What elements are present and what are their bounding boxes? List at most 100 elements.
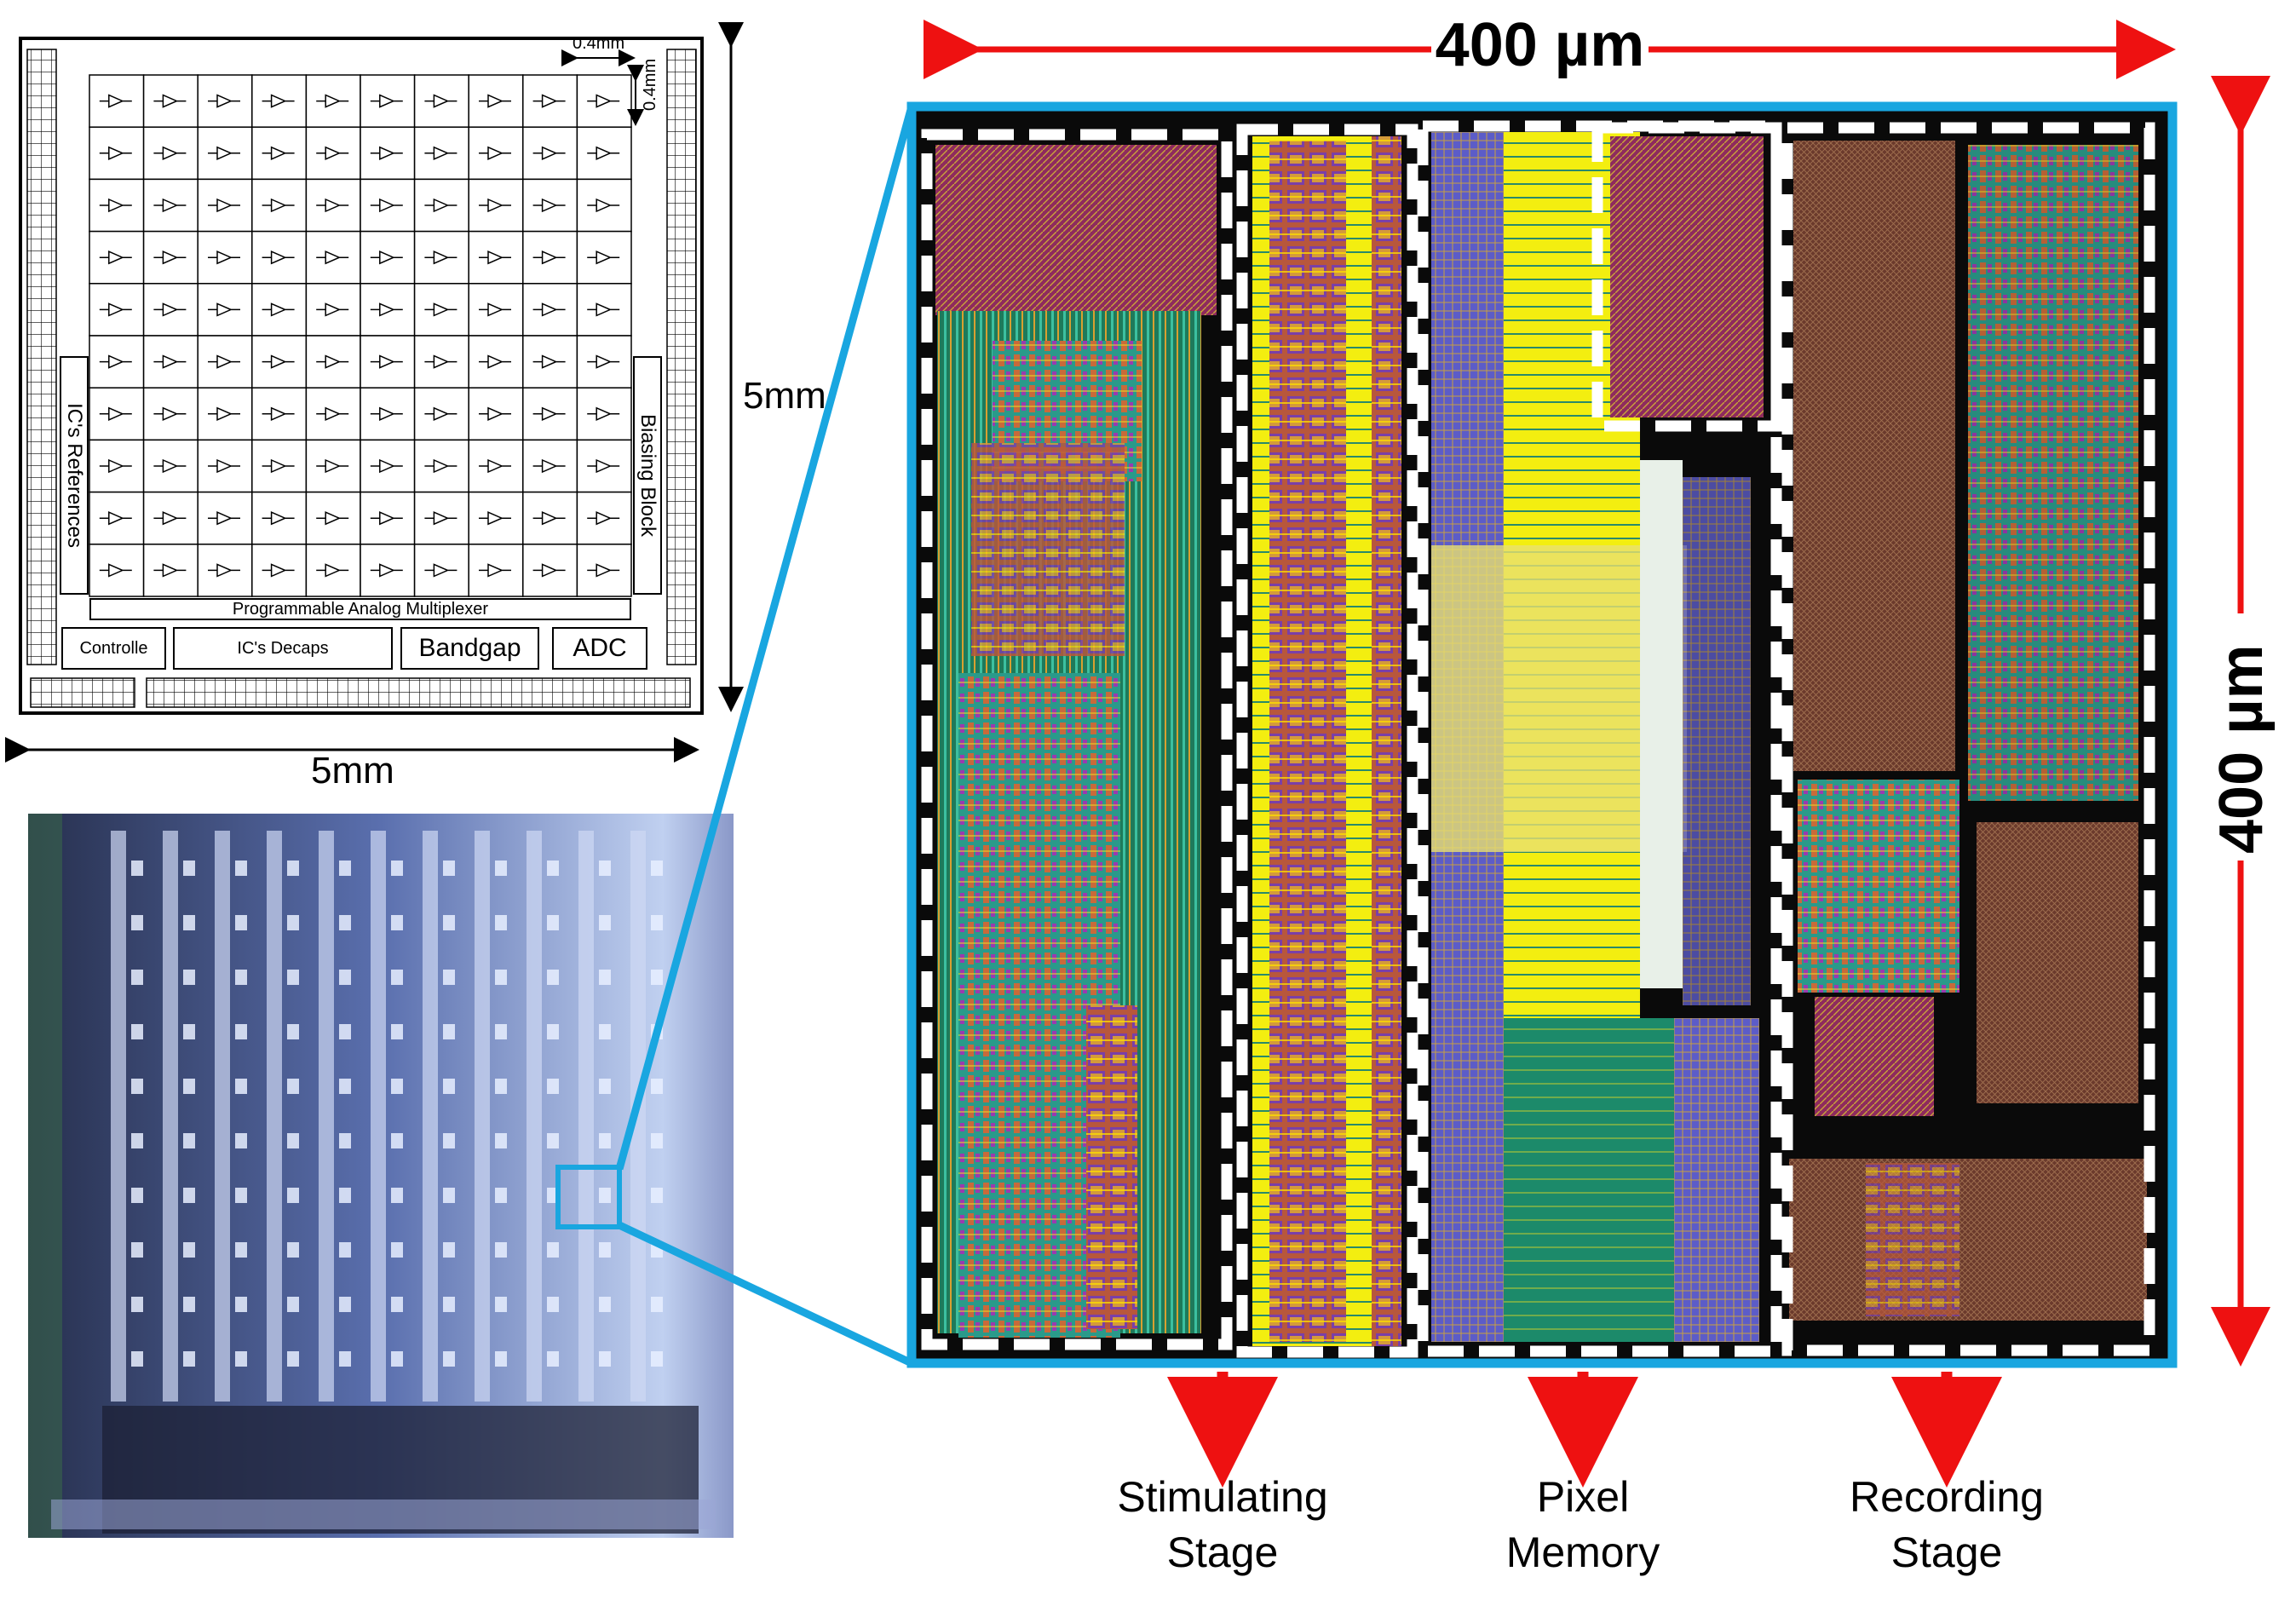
photo-pad [183, 1351, 195, 1367]
amplifier-icon [99, 146, 132, 160]
photo-pad [287, 1079, 299, 1094]
pixel-cell [468, 74, 524, 128]
photo-pad [183, 1024, 195, 1039]
amplifier-icon [587, 94, 620, 108]
photo-pad [547, 1024, 559, 1039]
photo-pad [287, 1024, 299, 1039]
photo-pad [339, 1188, 351, 1203]
photo-pad [287, 1188, 299, 1203]
photo-pad [651, 1297, 663, 1312]
photo-pad [547, 1242, 559, 1258]
amplifier-icon [479, 458, 511, 474]
amplifier-icon [587, 146, 620, 160]
amplifier-icon [262, 511, 295, 526]
pixel-cell [142, 544, 199, 597]
photo-pad [443, 1024, 455, 1039]
amplifier-icon [153, 406, 187, 421]
amplifier-icon [316, 406, 349, 421]
recording-stage-line1: Recording [1850, 1473, 2044, 1521]
pixel-cell [251, 126, 308, 181]
photo-pad [547, 915, 559, 930]
amplifier-icon [153, 458, 187, 474]
photo-pad [495, 1242, 507, 1258]
pixel-cell [576, 491, 632, 545]
pixel-cell [468, 439, 524, 493]
photo-pad [235, 1024, 247, 1039]
amplifier-icon [208, 198, 240, 213]
photo-pad [547, 1351, 559, 1367]
photo-pad [599, 1297, 611, 1312]
amplifier-icon [99, 198, 132, 213]
pixel-cell [413, 544, 469, 597]
photo-column [371, 831, 386, 1402]
amplifier-icon [316, 511, 349, 526]
photo-pad [235, 1188, 247, 1203]
amplifier-icon [587, 302, 620, 317]
pixel-cell [142, 178, 199, 233]
amplifier-icon [262, 354, 295, 369]
pixel-cell [360, 439, 416, 493]
pixel-cell [89, 335, 145, 389]
photo-pad [235, 970, 247, 985]
amplifier-icon [587, 354, 620, 369]
photo-pad [599, 1351, 611, 1367]
pixel-memory-line1: Pixel [1536, 1473, 1630, 1521]
controller-block: Controlle [61, 627, 166, 670]
amplifier-icon [479, 198, 511, 213]
photo-column [630, 831, 646, 1402]
photo-pad [391, 1242, 403, 1258]
photo-pad [651, 1188, 663, 1203]
pixel-cell [413, 126, 469, 181]
photo-pad [599, 970, 611, 985]
amplifier-icon [316, 146, 349, 160]
pixel-cell [142, 230, 199, 285]
pixel-cell [413, 387, 469, 441]
amplifier-icon [370, 511, 403, 526]
photo-pad [183, 1242, 195, 1258]
pixel-cell [576, 544, 632, 597]
amplifier-icon [587, 563, 620, 578]
photo-pad [651, 1079, 663, 1094]
photo-pad [391, 1024, 403, 1039]
amplifier-icon [424, 94, 457, 108]
floorplan [5, 22, 744, 763]
photo-pad [599, 1024, 611, 1039]
amplifier-icon [153, 302, 187, 317]
pixel-cell [251, 335, 308, 389]
photo-pad [131, 1242, 143, 1258]
photo-pad [131, 1351, 143, 1367]
photo-pad [547, 1133, 559, 1148]
pixel-cell [360, 126, 416, 181]
pixel-cell [576, 230, 632, 285]
amplifier-icon [262, 302, 295, 317]
photo-pad [339, 1079, 351, 1094]
pixel-cell [360, 178, 416, 233]
pixel-cell [197, 74, 253, 128]
photo-pad [547, 970, 559, 985]
amplifier-icon [262, 198, 295, 213]
amplifier-icon [316, 458, 349, 474]
photo-pad [131, 861, 143, 876]
pixel-cell [89, 439, 145, 493]
amplifier-icon [153, 250, 187, 265]
pixel-cell [142, 335, 199, 389]
photo-pad [339, 1242, 351, 1258]
pixel-cell [89, 230, 145, 285]
amplifier-icon [99, 250, 132, 265]
amplifier-icon [99, 511, 132, 526]
recording-stage-label: Recording Stage [1827, 1470, 2066, 1580]
stimulating-stage-label: Stimulating Stage [1103, 1470, 1342, 1580]
photo-column [267, 831, 282, 1402]
amplifier-icon [479, 94, 511, 108]
photo-pad [599, 1079, 611, 1094]
pixel-cell [305, 491, 361, 545]
pixel-cell [197, 126, 253, 181]
photo-pad [547, 1079, 559, 1094]
amplifier-icon [262, 458, 295, 474]
amplifier-icon [479, 302, 511, 317]
pixel-cell [576, 283, 632, 337]
amplifier-icon [99, 458, 132, 474]
photo-column [319, 831, 334, 1402]
amplifier-icon [208, 146, 240, 160]
